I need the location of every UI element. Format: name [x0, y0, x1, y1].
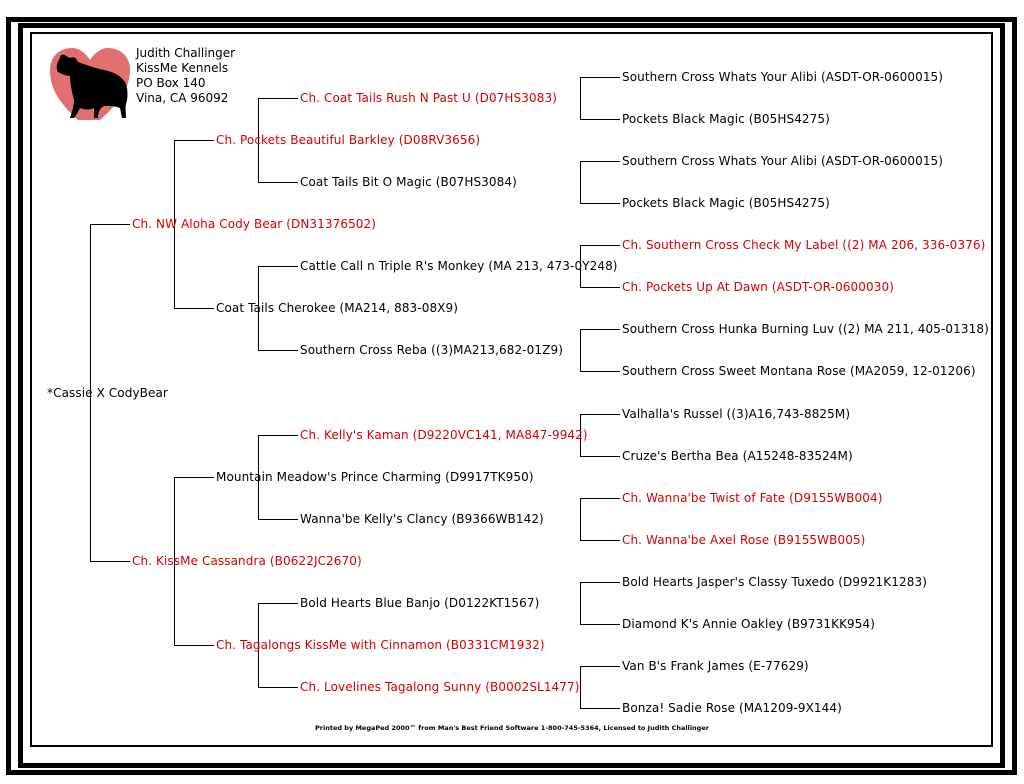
connector [580, 161, 620, 162]
gen3-dog: Southern Cross Reba ((3)MA213,682-01Z9) [300, 343, 563, 357]
connector [174, 140, 214, 141]
connector [580, 414, 620, 415]
gen4-dog: Ch. Southern Cross Check My Label ((2) M… [622, 238, 986, 252]
connector [580, 582, 620, 583]
gen3-dog: Wanna'be Kelly's Clancy (B9366WB142) [300, 512, 544, 526]
gen4-dog: Valhalla's Russel ((3)A16,743-8825M) [622, 407, 851, 421]
connector [580, 624, 620, 625]
connector [580, 245, 620, 246]
owner-address: PO Box 140 [136, 76, 206, 90]
gen2-dog: Mountain Meadow's Prince Charming (D9917… [216, 470, 534, 484]
gen3-dog: Ch. Lovelines Tagalong Sunny (B0002SL147… [300, 680, 580, 694]
gen2-dog: Ch. Pockets Beautiful Barkley (D08RV3656… [216, 133, 481, 147]
gen4-dog: Southern Cross Hunka Burning Luv ((2) MA… [622, 322, 989, 336]
gen3-dog: Coat Tails Bit O Magic (B07HS3084) [300, 175, 517, 189]
kennel-name: KissMe Kennels [136, 61, 229, 75]
connector [174, 308, 214, 309]
connector [580, 582, 581, 624]
connector [258, 98, 259, 182]
gen4-dog: Pockets Black Magic (B05HS4275) [622, 196, 830, 210]
connector [258, 603, 259, 687]
connector [90, 561, 130, 562]
gen4-dog: Southern Cross Whats Your Alibi (ASDT-OR… [622, 70, 944, 84]
connector [258, 182, 298, 183]
gen2-dog: Ch. Tagalongs KissMe with Cinnamon (B033… [216, 638, 545, 652]
gen3-dog: Ch. Kelly's Kaman (D9220VC141, MA847-994… [300, 428, 588, 442]
connector [258, 350, 298, 351]
connector [580, 708, 620, 709]
dam-name: Ch. KissMe Cassandra (B0622JC2670) [132, 554, 362, 568]
gen4-dog: Van B's Frank James (E-77629) [622, 659, 809, 673]
connector [580, 287, 620, 288]
owner-info: Judith Challinger KissMe Kennels PO Box … [136, 46, 235, 106]
connector [580, 77, 581, 119]
gen4-dog: Ch. Wanna'be Axel Rose (B9155WB005) [622, 533, 866, 547]
outer-border [6, 17, 1017, 775]
inner-border [30, 32, 993, 747]
connector [258, 687, 298, 688]
connector [580, 414, 581, 456]
gen4-dog: Bold Hearts Jasper's Classy Tuxedo (D992… [622, 575, 927, 589]
gen3-dog: Bold Hearts Blue Banjo (D0122KT1567) [300, 596, 540, 610]
heart-dog-logo-icon [50, 48, 130, 120]
sire-name: Ch. NW Aloha Cody Bear (DN31376502) [132, 217, 377, 231]
connector [580, 498, 581, 540]
connector [90, 224, 91, 562]
gen4-dog: Diamond K's Annie Oakley (B9731KK954) [622, 617, 876, 631]
connector [580, 498, 620, 499]
connector [174, 645, 214, 646]
connector [580, 540, 620, 541]
connector [174, 477, 175, 645]
connector [580, 371, 620, 372]
connector [580, 329, 620, 330]
gen4-dog: Southern Cross Whats Your Alibi (ASDT-OR… [622, 154, 944, 168]
connector [580, 329, 581, 371]
gen4-dog: Southern Cross Sweet Montana Rose (MA205… [622, 364, 976, 378]
connector [580, 666, 620, 667]
gen3-dog: Cattle Call n Triple R's Monkey (MA 213,… [300, 259, 618, 273]
gen4-dog: Pockets Black Magic (B05HS4275) [622, 112, 830, 126]
connector [258, 266, 259, 350]
connector [580, 77, 620, 78]
connector [258, 519, 298, 520]
connector [258, 266, 298, 267]
connector [580, 666, 581, 708]
connector [174, 140, 175, 308]
connector [258, 435, 259, 519]
gen3-dog: Ch. Coat Tails Rush N Past U (D07HS3083) [300, 91, 557, 105]
gen4-dog: Ch. Wanna'be Twist of Fate (D9155WB004) [622, 491, 883, 505]
gen4-dog: Cruze's Bertha Bea (A15248-83524M) [622, 449, 853, 463]
connector [90, 224, 130, 225]
connector [580, 161, 581, 203]
gen4-dog: Ch. Pockets Up At Dawn (ASDT-OR-0600030) [622, 280, 894, 294]
gen2-dog: Coat Tails Cherokee (MA214, 883-08X9) [216, 301, 459, 315]
owner-city: Vina, CA 96092 [136, 91, 229, 105]
owner-name: Judith Challinger [136, 46, 236, 60]
printed-by-footer: Printed by MegaPed 2000™ from Man's Best… [315, 724, 709, 732]
connector [580, 119, 620, 120]
connector [174, 477, 214, 478]
subject-name: *Cassie X CodyBear [47, 386, 168, 400]
connector [580, 203, 620, 204]
connector [258, 98, 298, 99]
connector [258, 603, 298, 604]
gen4-dog: Bonza! Sadie Rose (MA1209-9X144) [622, 701, 842, 715]
connector [580, 245, 581, 287]
middle-border [18, 23, 1005, 768]
connector [258, 435, 298, 436]
connector [580, 456, 620, 457]
